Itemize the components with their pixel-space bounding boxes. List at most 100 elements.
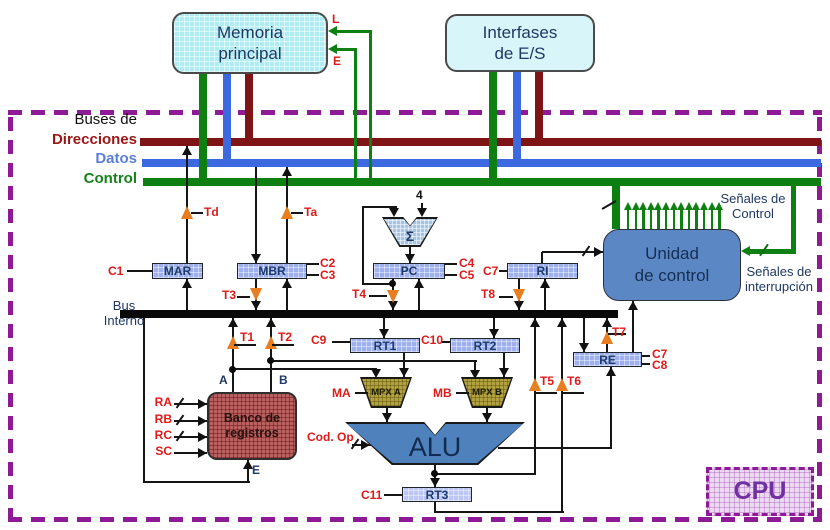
arrowhead: [389, 208, 399, 217]
wire-segment: [383, 318, 385, 338]
port-b-label: B: [279, 373, 288, 387]
io-interfaces-box: Interfases de E/S: [445, 14, 595, 72]
io-datos-drop: [513, 72, 521, 164]
wire-segment: [499, 296, 513, 298]
adder-increment-label: 4: [416, 188, 423, 202]
control-signal-arrow: [657, 209, 660, 229]
arrowhead: [405, 254, 415, 263]
signal-label-c1: C1: [108, 264, 124, 278]
register-mbr: MBR: [237, 263, 307, 279]
wire-segment: [255, 167, 257, 263]
arrowhead: [266, 318, 276, 327]
control-label: Control: [83, 169, 137, 187]
wire-segment: [583, 318, 585, 352]
wire-segment: [499, 270, 507, 272]
wire-segment: [174, 420, 207, 422]
wire-segment: [632, 301, 634, 352]
wire-segment: [456, 392, 469, 394]
arrowhead: [379, 329, 389, 338]
wire-segment: [307, 263, 319, 265]
bus-interno-label: Bus Interno: [100, 298, 148, 328]
l-line: [332, 30, 371, 33]
arrowhead: [388, 301, 398, 310]
arrowhead: [251, 254, 261, 263]
arrowhead: [198, 448, 207, 458]
signal-label-rb: RB: [154, 412, 172, 426]
wire-segment: [445, 274, 457, 276]
clock-triangle-ta: [281, 206, 293, 219]
control-signal-arrow: [634, 209, 637, 229]
control-signal-arrowhead: [654, 202, 663, 210]
senales-de-control-label: Señales de Control: [708, 191, 798, 221]
signal-label-t5: T5: [540, 374, 555, 388]
wire-segment: [421, 203, 423, 211]
e-line: [332, 48, 356, 51]
wire-segment: [542, 251, 603, 253]
clock-triangle-t5: [529, 378, 541, 391]
adder-block: Σ: [382, 217, 438, 247]
signal-label-t1: T1: [240, 330, 255, 344]
port-e-label: E: [252, 463, 261, 477]
arrowhead: [594, 247, 603, 257]
arrowhead: [182, 146, 192, 155]
bus-names-block: Buses de Direcciones Datos Control: [25, 110, 137, 188]
arrowhead: [530, 318, 540, 327]
arrowhead: [198, 432, 207, 442]
control-signal-arrow: [718, 209, 721, 229]
wire-segment: [362, 206, 364, 285]
memoria-dir-drop: [245, 74, 253, 144]
io-control-drop: [489, 72, 497, 182]
wire-segment: Señales de: [746, 264, 812, 279]
signal-label-mb: MB: [433, 386, 452, 400]
io-dir-drop: [535, 72, 543, 144]
arrowhead: [399, 368, 409, 377]
arrowhead: [228, 318, 238, 327]
alu-block: ALU: [345, 422, 525, 465]
wire-segment: [498, 447, 612, 449]
arrowhead: [282, 279, 292, 288]
control-unit-label: Unidad: [645, 244, 699, 263]
wire-segment: Interno: [103, 313, 145, 328]
wire-segment: [291, 212, 303, 214]
wire-segment: [534, 318, 536, 475]
arrowhead: [430, 478, 440, 487]
control-signal-arrowhead: [631, 202, 640, 210]
wire-segment: [563, 392, 584, 394]
wire-segment: [435, 473, 536, 475]
signal-label-t4: T4: [352, 287, 367, 301]
clock-triangle-t2: [265, 336, 277, 349]
control-signal-arrow: [703, 209, 706, 229]
arrowhead: [382, 413, 392, 422]
arrowhead: [540, 279, 550, 288]
control-unit-box: Unidad de control: [603, 229, 741, 301]
mpx-a-label: MPX A: [362, 379, 410, 406]
arrowhead: [482, 413, 492, 422]
memoria-label: Memoria: [216, 23, 284, 42]
signal-label-c4: C4: [459, 256, 475, 270]
wire-segment: [403, 353, 405, 377]
control-signal-arrowhead: [692, 202, 701, 210]
bus-direcciones: [140, 138, 821, 146]
port-a-label: A: [219, 373, 228, 387]
wire-segment: [143, 481, 250, 483]
cpu-tag: CPU: [706, 467, 814, 516]
wire-segment: [541, 252, 543, 263]
signal-label-ta: Ta: [304, 205, 318, 219]
mpx-a-block: MPX A: [360, 377, 412, 408]
control-signal-arrowhead: [669, 202, 678, 210]
senales-de-interrupcion-label: Señales de interrupción: [735, 264, 823, 294]
junction-dot: [229, 366, 236, 373]
arrowhead: [489, 329, 499, 338]
signal-label-c3: C3: [320, 268, 336, 282]
wire-segment: Bus: [112, 298, 136, 313]
wire-segment: [362, 206, 397, 208]
wire-segment: [418, 279, 420, 310]
register-bank-box: Banco de registros: [207, 392, 297, 460]
control-signal-arrow: [710, 209, 713, 229]
bus-interno: [120, 310, 618, 318]
control-signal-arrow: [672, 209, 675, 229]
signal-label-c11: C11: [361, 488, 383, 502]
control-signal-arrow: [665, 209, 668, 229]
register-re: RE: [573, 352, 642, 367]
